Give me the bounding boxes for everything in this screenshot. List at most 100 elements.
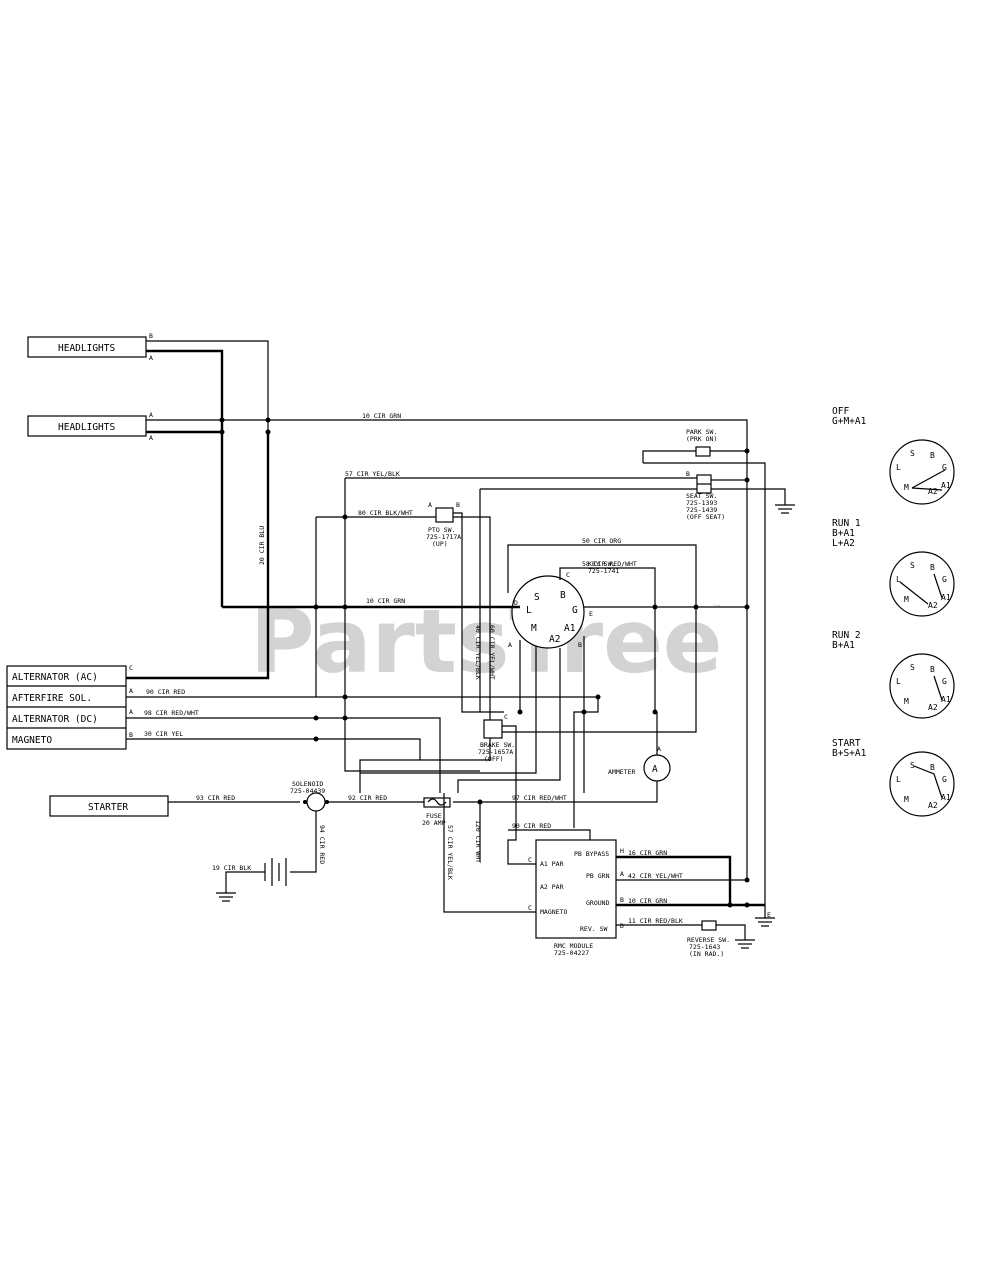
pin-a: A [657,745,661,753]
module-pin-pb-bypass: PB BYPASS [574,850,609,858]
svg-text:L: L [896,775,901,784]
wire-label-120: 120 CIR WHT [474,820,482,863]
svg-text:L: L [896,575,901,584]
key-pos-run1-label: RUN 1 [832,518,861,529]
wire-label-92: 92 CIR RED [348,794,387,802]
headlights-box-1 [27,336,147,358]
pto-sw-part: 725-1717A [426,533,461,541]
module-pin-magneto: MAGNETO [540,908,567,916]
reverse-sw-label: REVERSE SW. [687,936,730,944]
key-pin-m: M [531,623,537,634]
wire-label-10-grn-top: 10 CIR GRN [362,412,401,420]
wire-label-57-top: 57 CIR YEL/BLK [345,470,400,478]
wire-label-90: 90 CIR RED [146,688,185,696]
rmc-module-label: RMC MODULE [554,942,593,950]
key-pos-run2-combo: B+A1 [832,640,855,651]
wire-label-30: 30 CIR YEL [144,730,183,738]
svg-text:M: M [904,483,909,492]
alternator-dc-label: ALTERNATOR (DC) [12,714,98,725]
pin-b: B [578,641,582,649]
headlights-label-2: HEADLIGHTS [58,422,115,433]
pin-h: H [620,847,624,855]
pto-sw-label: PTO SW. [428,526,455,534]
park-switch [695,446,711,457]
module-pin-rev-sw: REV. SW [580,925,607,933]
svg-text:M: M [904,795,909,804]
wire-label-42: 42 CIR YEL/WHT [628,872,683,880]
key-pin-g: G [572,605,578,616]
pto-sw-pos: (UP) [432,540,448,548]
module-pin-a2: A2 PAR [540,883,564,891]
svg-text:G: G [942,677,947,686]
key-pos-off-combo: G+M+A1 [832,416,867,427]
pin-a: A [149,411,153,419]
svg-text:A1: A1 [941,593,951,602]
ground-symbol-battery [216,892,236,902]
reverse-sw-part: 725-1643 [689,943,720,951]
watermark-text: PartsTree [250,590,722,693]
seat-sw-p1: 725-1393 [686,499,717,507]
key-pos-start-combo: B+S+A1 [832,748,867,759]
pin-c: C [129,664,133,672]
brake-sw-label: BRAKE SW. [480,741,515,749]
magneto-label: MAGNETO [12,735,52,746]
pin-d: D [620,922,624,930]
key-sw-part: 725-1741 [588,567,619,575]
wire-label-40: 40 CIR YEL/BLK [474,625,482,680]
pin-c: C [528,856,532,864]
svg-text:A2: A2 [928,487,938,496]
key-pin-s: S [534,592,540,603]
starter-box [49,795,169,817]
svg-text:A2: A2 [928,801,938,810]
svg-text:B: B [930,665,935,674]
rmc-module-part: 725-04227 [554,949,589,957]
pin-a: A [129,687,133,695]
key-pin-l: L [526,605,532,616]
svg-text:A1: A1 [941,695,951,704]
battery-wire-label: 19 CIR BLK [212,864,251,872]
wire-label-10c: 10 CIR GRN [628,897,667,905]
starter-label: STARTER [88,802,128,813]
solenoid-label: SOLENOID [292,780,323,788]
wire-label-10-grn-mid: 10 CIR GRN [366,597,405,605]
ground-symbol-module [755,917,775,927]
pin-a: A [428,501,432,509]
watermark-trademark: ™ [712,604,722,615]
wire-label-93: 93 CIR RED [196,794,235,802]
pin-b: B [686,470,690,478]
svg-text:B: B [930,563,935,572]
pin-b: B [149,332,153,340]
pin-c: C [528,904,532,912]
reverse-switch [701,920,717,931]
fuse-rating: 20 AMP [422,819,446,827]
battery-symbol [264,858,287,886]
brake-sw-pos: (OFF) [484,755,504,763]
wire-label-11: 11 CIR RED/BLK [628,917,683,925]
svg-text:S: S [910,663,915,672]
key-pos-start-label: START [832,738,861,749]
wire-label-98: 98 CIR RED/WHT [144,709,199,717]
key-pos-run2-label: RUN 2 [832,630,861,641]
svg-text:A1: A1 [941,481,951,490]
fuse-label: FUSE [426,812,442,820]
svg-text:G: G [942,775,947,784]
pto-switch [435,507,454,523]
solenoid [306,792,326,812]
svg-text:B: B [930,763,935,772]
pin-a: A [620,870,624,878]
seat-sw-p3: (OFF SEAT) [686,513,725,521]
svg-text:S: S [910,561,915,570]
svg-text:A1: A1 [941,793,951,802]
module-pin-ground: GROUND [586,899,610,907]
pin-b: B [456,501,460,509]
wire-label-58: 58 CIR RED/WHT [582,560,637,568]
module-pin-pb-grn: PB GRN [586,872,610,880]
wire-label-57-vert: 57 CIR YEL/BLK [446,825,454,880]
svg-text:M: M [904,697,909,706]
pin-a: A [149,354,153,362]
key-sw-label: KEY SW. [588,560,615,568]
pin-e: E [767,911,771,919]
